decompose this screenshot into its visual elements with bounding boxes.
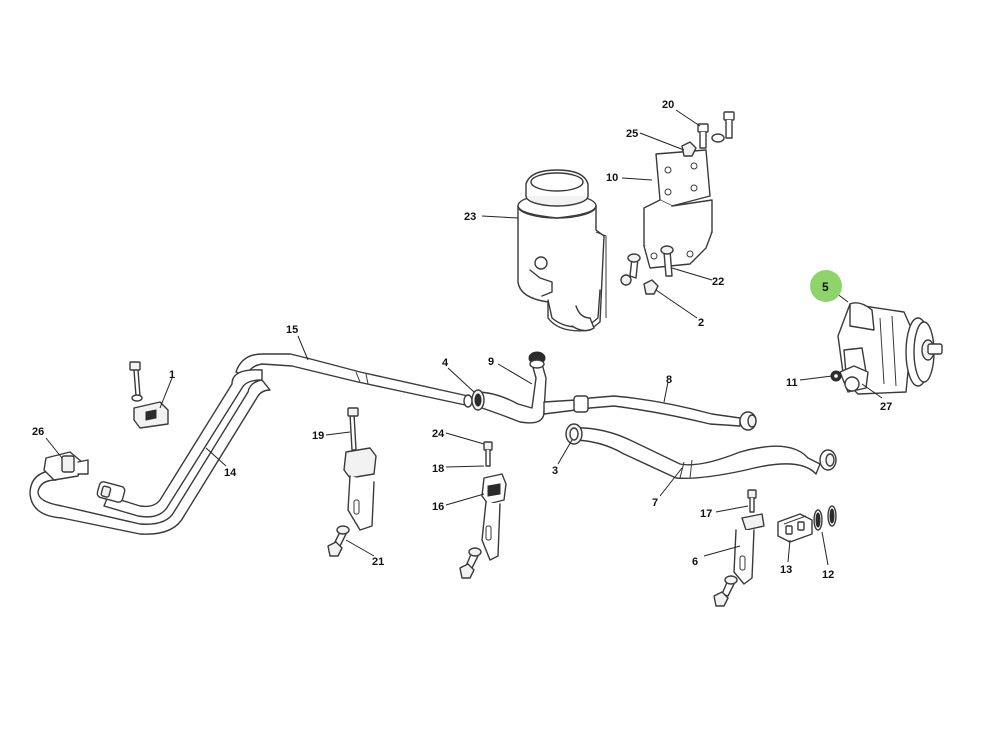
callout-2: 2 [698, 317, 704, 329]
bolt-21 [327, 525, 350, 557]
callout-4: 4 [442, 357, 449, 369]
callout-7: 7 [652, 497, 658, 509]
banjo-bolt-11 [830, 370, 842, 382]
callout-10: 10 [606, 172, 618, 184]
callout-5: 5 [822, 280, 829, 294]
hose-8 [543, 395, 757, 431]
nut-25 [681, 141, 697, 157]
hose-15 [235, 353, 473, 408]
reservoir-tank [517, 169, 607, 332]
callout-6: 6 [692, 556, 698, 568]
callout-labels: 1 2 3 4 5 6 7 8 9 10 11 12 13 14 15 16 1… [32, 99, 892, 581]
clamp-13 [777, 513, 813, 543]
clamp-3 [565, 423, 583, 445]
bolt-6-lower [713, 575, 738, 607]
highlight-marker [810, 270, 842, 302]
callout-12: 12 [822, 569, 834, 581]
callout-20: 20 [662, 99, 674, 111]
reservoir-bracket [643, 149, 713, 269]
steering-pump [837, 302, 943, 395]
callout-27: 27 [880, 401, 892, 413]
callout-21: 21 [372, 556, 384, 568]
callout-9: 9 [488, 356, 494, 368]
callout-23: 23 [464, 211, 476, 223]
callout-17: 17 [700, 508, 712, 520]
hose-7 [569, 427, 837, 479]
bolt-20 [697, 111, 735, 149]
callout-18: 18 [432, 463, 444, 475]
callout-15: 15 [286, 324, 298, 336]
clamp-4 [471, 389, 485, 411]
callout-19: 19 [312, 430, 324, 442]
callout-22: 22 [712, 276, 724, 288]
callout-16: 16 [432, 501, 444, 513]
leader-lines [45, 109, 883, 566]
bolt-16-lower [459, 547, 482, 579]
callout-13: 13 [780, 564, 792, 576]
callout-11: 11 [786, 377, 798, 389]
clamp-block-1 [129, 361, 169, 429]
callout-26: 26 [32, 426, 44, 438]
clamp-bracket-6 [733, 489, 765, 585]
callout-24: 24 [432, 428, 445, 440]
clamp-bracket-19 [343, 407, 377, 531]
callout-14: 14 [224, 467, 237, 479]
hose-9 [475, 351, 547, 424]
callout-25: 25 [626, 128, 638, 140]
bolt-2 [643, 279, 659, 295]
ring-12 [813, 505, 837, 531]
bolt-22 [620, 245, 674, 286]
clamp-bracket-16 [481, 441, 507, 561]
callout-8: 8 [666, 374, 672, 386]
callout-1: 1 [169, 369, 175, 381]
fitting-26 [43, 451, 89, 481]
hose-14 [29, 369, 271, 535]
callout-3: 3 [552, 465, 558, 477]
